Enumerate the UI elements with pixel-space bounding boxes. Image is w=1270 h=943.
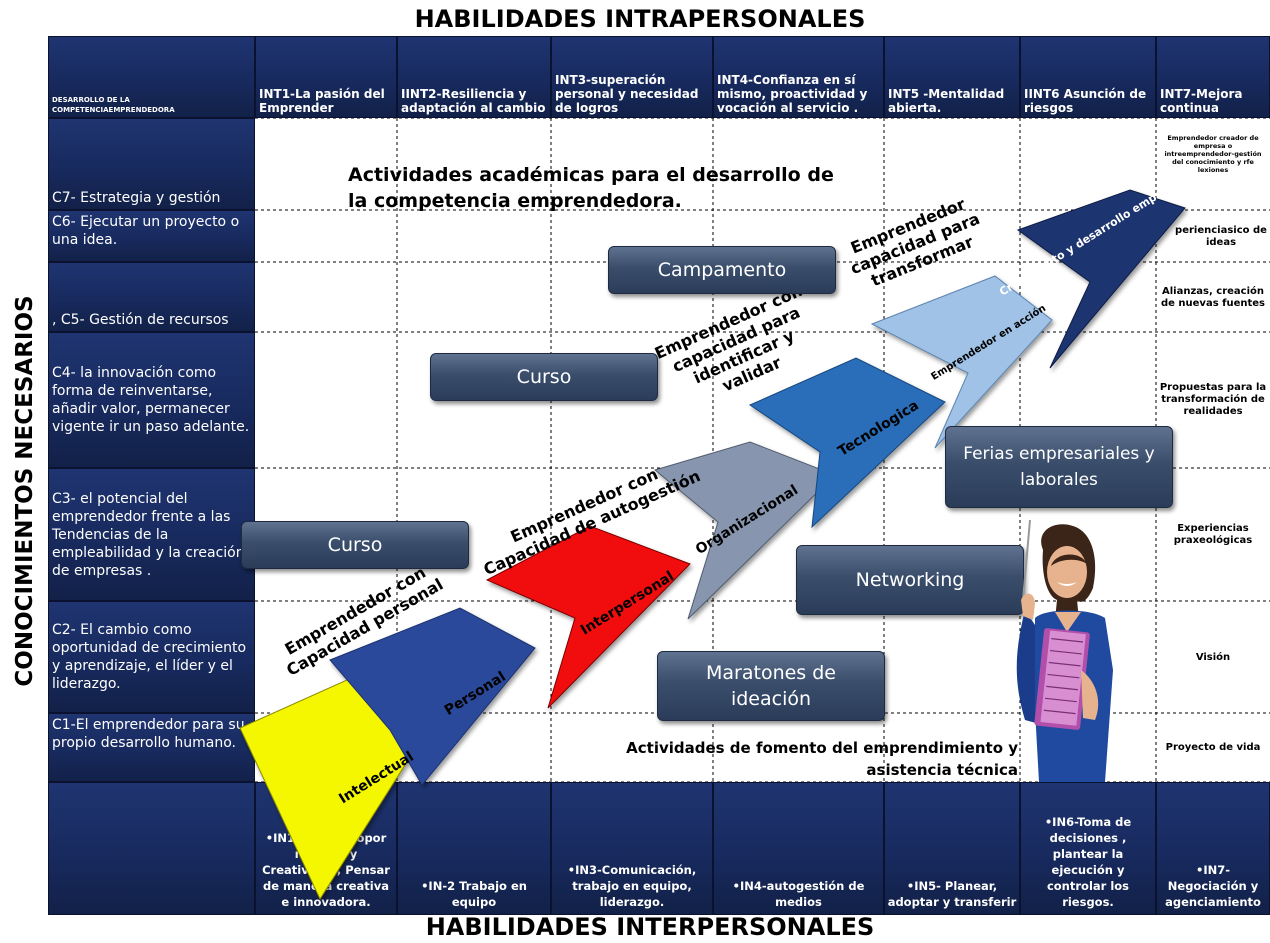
- campamento-box: Campamento: [608, 246, 836, 294]
- maratones-box: Maratones de ideación: [657, 651, 885, 721]
- bottom-title: HABILIDADES INTERPERSONALES: [425, 913, 875, 941]
- header-int5: INT5 -Mentalidad abierta.: [884, 36, 1020, 118]
- header-int1: INT1-La pasión del Emprender: [255, 36, 397, 118]
- row-c6: C6- Ejecutar un proyecto o una idea.: [48, 210, 255, 262]
- top-title: HABILIDADES INTRAPERSONALES: [414, 5, 866, 33]
- chevron-personal: [329, 607, 536, 786]
- chevron-en-accion: [870, 275, 1053, 449]
- promotion-activities-heading: Actividades de fomento del emprendimient…: [626, 739, 1018, 779]
- bottom-in4: •IN4-autogestión de medios: [713, 782, 884, 915]
- header-int2: IINT2-Resiliencia y adaptación al cambio: [397, 36, 551, 118]
- bottom-in7: •IN7-Negociación y agenciamiento: [1156, 782, 1270, 915]
- chevron-interpersonal: [485, 525, 691, 709]
- chevron-organizacional: [653, 441, 836, 620]
- academic-activities-heading: Actividades académicas para el desarroll…: [348, 164, 834, 212]
- corner-cell: DESARROLLO DE LA COMPETENCIAEMPRENDEDORA: [48, 36, 255, 118]
- header-int3: INT3-superación personal y necesidad de …: [551, 36, 713, 118]
- bottom-in3: •IN3-Comunicación, trabajo en equipo, li…: [551, 782, 713, 915]
- row-c2: C2- El cambio como oportunidad de crecim…: [48, 601, 255, 713]
- bottom-in5: •IN5- Planear, adoptar y transferir: [884, 782, 1020, 915]
- row-c3: C3- el potencial del emprendedor frente …: [48, 468, 255, 601]
- bottom-in2: •IN-2 Trabajo en equipo: [397, 782, 551, 915]
- right-cell-c5: Alianzas, creación de nuevas fuentes: [1160, 286, 1266, 309]
- curso-left-box: Curso: [241, 521, 469, 569]
- header-int6: IINT6 Asunción de riesgos: [1020, 36, 1156, 118]
- header-int7: INT7-Mejora continua: [1156, 36, 1270, 118]
- row-c4: C4- la innovación como forma de reinvent…: [48, 332, 255, 468]
- right-cell-c1: Proyecto de vida: [1165, 742, 1261, 753]
- row-c5: , C5- Gestión de recursos: [48, 262, 255, 332]
- networking-box: Networking: [796, 545, 1024, 615]
- bottom-in6: •IN6-Toma de decisiones , plantear la ej…: [1020, 782, 1156, 915]
- right-cell-c3: Experiencias praxeológicas: [1173, 523, 1253, 546]
- right-cell-c4: Propuestas para la transformación de rea…: [1159, 382, 1267, 417]
- curso-top-box: Curso: [430, 353, 658, 401]
- header-int4: INT4-Confianza en sí mismo, proactividad…: [713, 36, 884, 118]
- presenter-illustration: [1016, 520, 1113, 782]
- right-cell-c6: perienciasico de ideas: [1175, 225, 1267, 248]
- bottom-corner-cell: [48, 782, 255, 915]
- row-c1: C1-El emprendedor para su propio desarro…: [48, 713, 255, 782]
- chevron-crecimiento: [1016, 189, 1186, 369]
- ferias-box: Ferias empresariales y laborales: [945, 426, 1173, 508]
- right-cell-c2: Visión: [1195, 652, 1231, 663]
- chevron-tecnologica: [748, 357, 946, 529]
- row-c7: C7- Estrategia y gestión: [48, 118, 255, 210]
- right-cell-c7: Emprendedor creador de empresa o intreem…: [1164, 134, 1262, 174]
